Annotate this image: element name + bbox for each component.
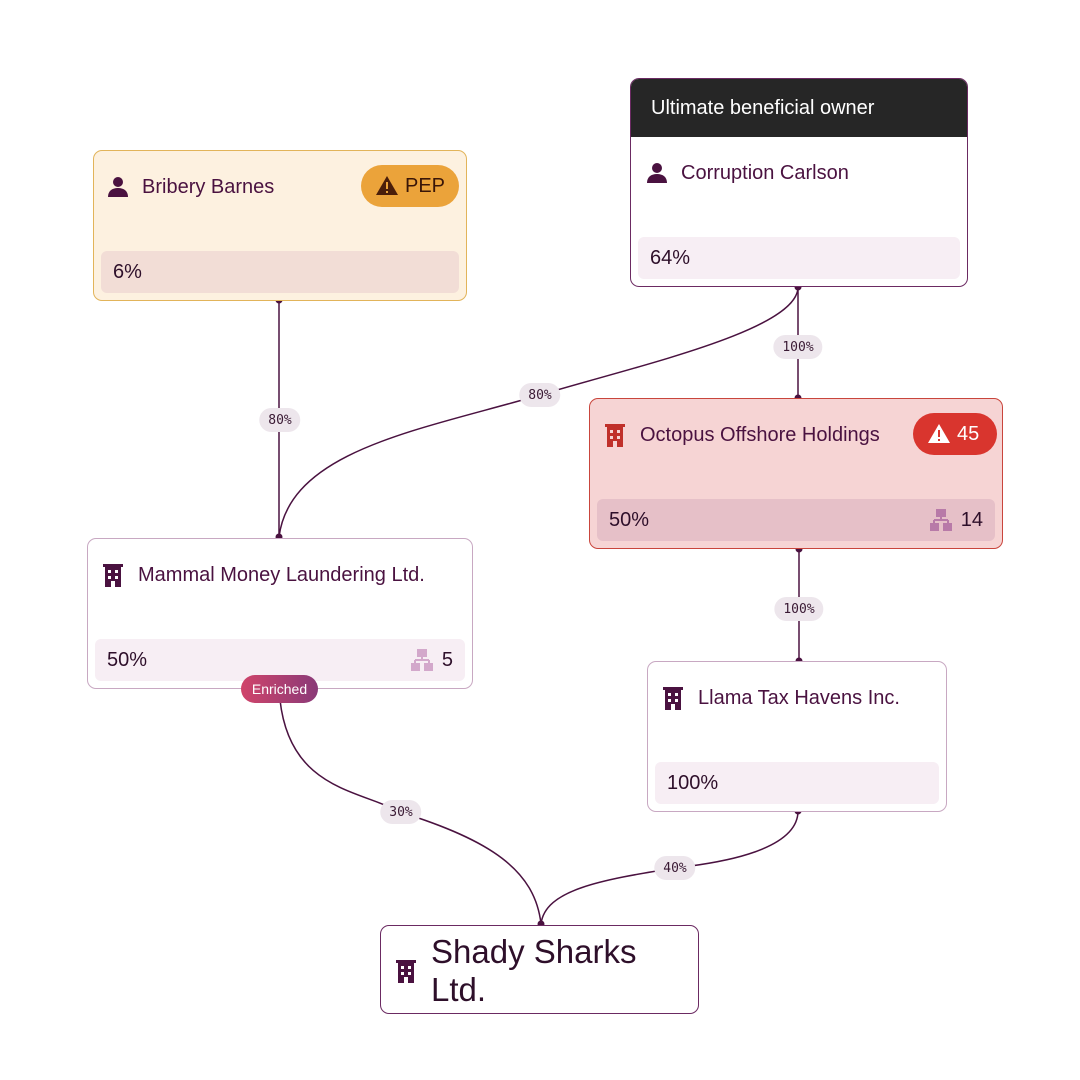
node-title: Llama Tax Havens Inc. — [662, 662, 900, 734]
node-name: Octopus Offshore Holdings — [640, 423, 880, 446]
building-icon — [662, 686, 686, 710]
edge-label: 80% — [259, 408, 301, 432]
ownership-bar: 50% 5 — [95, 639, 465, 681]
node-mammal-money[interactable]: Mammal Money Laundering Ltd. 50% 5 — [87, 538, 473, 689]
node-octopus-offshore[interactable]: Octopus Offshore Holdings 45 50% 14 — [589, 398, 1003, 549]
hierarchy-icon — [929, 508, 953, 532]
node-title: Shady Sharks Ltd. — [395, 926, 698, 1015]
pep-badge[interactable]: PEP — [361, 165, 459, 207]
node-name: Corruption Carlson — [681, 161, 849, 184]
node-name: Shady Sharks Ltd. — [431, 932, 637, 1008]
person-icon — [645, 161, 669, 185]
building-icon — [395, 959, 417, 983]
ownership-percent: 6% — [113, 260, 142, 283]
node-title: Mammal Money Laundering Ltd. — [102, 539, 425, 611]
node-title: Corruption Carlson — [645, 137, 849, 209]
building-icon — [102, 563, 126, 587]
alert-badge[interactable]: 45 — [913, 413, 997, 455]
node-llama-tax[interactable]: Llama Tax Havens Inc. 100% — [647, 661, 947, 812]
person-icon — [106, 175, 130, 199]
structure-count[interactable]: 14 — [929, 508, 983, 532]
node-name: Mammal Money Laundering Ltd. — [138, 563, 425, 586]
warning-icon — [375, 174, 399, 198]
node-title: Octopus Offshore Holdings — [604, 399, 880, 471]
badge-label: PEP — [405, 174, 446, 197]
ownership-percent: 64% — [650, 246, 691, 269]
structure-count[interactable]: 5 — [410, 648, 453, 672]
connector-dot — [275, 533, 283, 541]
count-value: 5 — [441, 648, 453, 671]
connector-dot — [795, 545, 803, 553]
node-bribery-barnes[interactable]: Bribery Barnes PEP 6% — [93, 150, 467, 301]
edge-label: 30% — [380, 800, 422, 824]
edge-label: 100% — [774, 597, 824, 621]
ubo-header: Ultimate beneficial owner — [631, 79, 967, 137]
connector-dot — [794, 283, 802, 291]
badge-label: 45 — [957, 422, 980, 445]
enriched-tag: Enriched — [241, 675, 318, 703]
ownership-percent: 100% — [667, 771, 719, 794]
edge-label: 40% — [654, 856, 696, 880]
node-title: Bribery Barnes — [106, 151, 274, 223]
edge-label: 100% — [773, 335, 823, 359]
ownership-bar: 64% — [638, 237, 960, 279]
building-icon — [604, 423, 628, 447]
ownership-bar: 6% — [101, 251, 459, 293]
node-corruption-carlson[interactable]: Ultimate beneficial owner Corruption Car… — [630, 78, 968, 287]
node-shady-sharks[interactable]: Shady Sharks Ltd. — [380, 925, 699, 1014]
connector-dot — [537, 920, 545, 928]
node-name: Llama Tax Havens Inc. — [698, 686, 900, 709]
ownership-percent: 50% — [107, 648, 148, 671]
ownership-percent: 50% — [609, 508, 650, 531]
ownership-bar: 100% — [655, 762, 939, 804]
hierarchy-icon — [410, 648, 434, 672]
count-value: 14 — [960, 508, 983, 531]
edge-label: 80% — [519, 383, 561, 407]
ownership-bar: 50% 14 — [597, 499, 995, 541]
node-name: Bribery Barnes — [142, 175, 275, 198]
warning-icon — [927, 422, 951, 446]
